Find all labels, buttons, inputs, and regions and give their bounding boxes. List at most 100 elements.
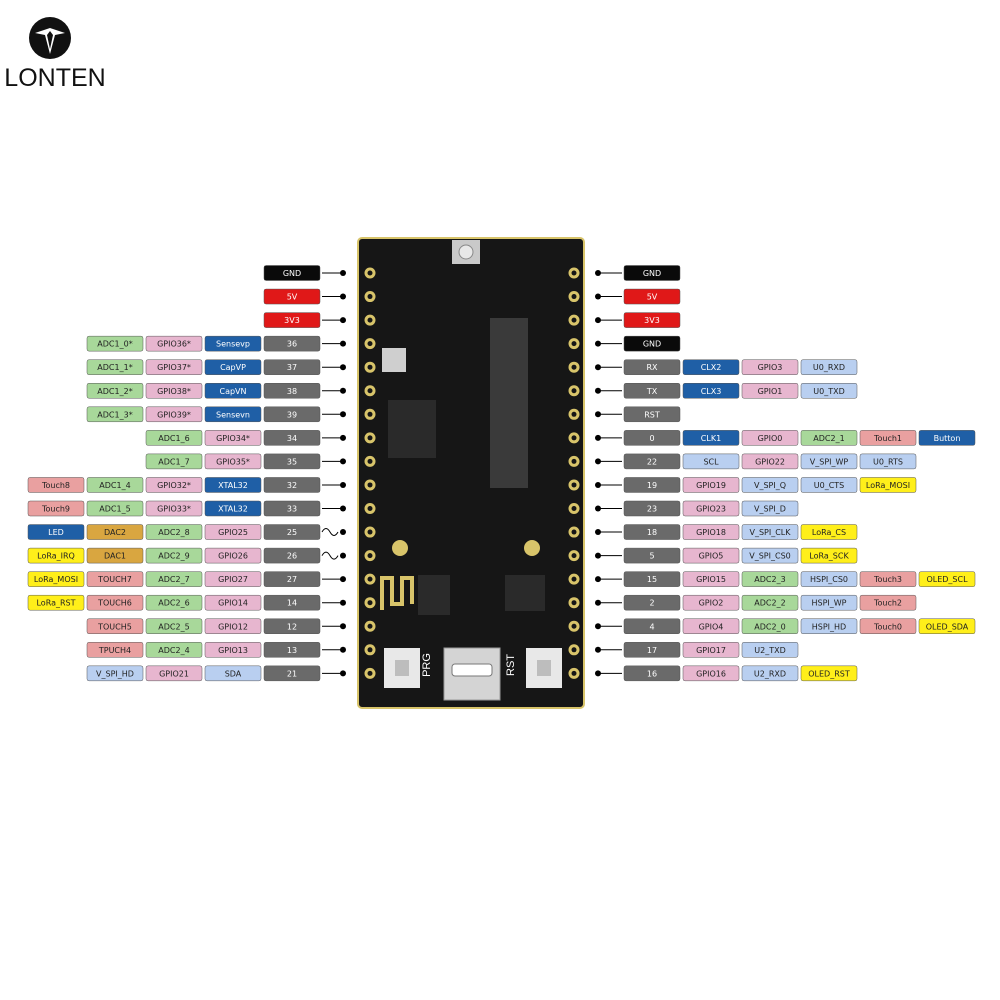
right-pin-label-box — [859, 477, 917, 493]
left-pin-label: XTAL32 — [218, 481, 248, 490]
usb-port-opening — [451, 663, 493, 677]
right-pin-label-box — [800, 547, 858, 564]
pad-hole — [571, 364, 577, 370]
left-pin-label-box — [86, 500, 144, 517]
left-pin-label: ADC2_8 — [158, 528, 189, 537]
lonten-logo-icon — [29, 17, 71, 59]
right-pin-label: ADC2_1 — [813, 434, 844, 443]
right-pin-label-box — [682, 571, 740, 587]
pad-hole — [367, 270, 373, 276]
right-pin-label: RST — [644, 410, 660, 419]
left-pin-label-box — [204, 547, 262, 564]
left-pin-label-box — [263, 547, 321, 564]
right-pin-label: LoRa_SCK — [809, 552, 849, 561]
brand-name: LONTEN — [4, 64, 106, 92]
prg-label: PRG — [421, 653, 433, 677]
right-pin-label-box — [741, 430, 799, 446]
left-pin-label-box — [263, 453, 321, 470]
pad-hole — [571, 600, 577, 606]
right-pin-label: GPIO22 — [755, 457, 785, 466]
left-pin-label: GPIO13 — [218, 646, 248, 655]
right-pin-label: 5V — [647, 293, 658, 302]
right-pin-label-box — [682, 500, 740, 517]
right-pin-label: U2_TXD — [754, 646, 785, 655]
right-pin-label: ADC2_2 — [754, 599, 785, 608]
pad-hole — [367, 576, 373, 582]
right-pin-label: 5 — [649, 552, 654, 561]
right-pin-label: GPIO4 — [699, 622, 724, 631]
right-pin-label: V_SPI_WP — [810, 457, 849, 466]
right-pin-label: HSPI_CS0 — [810, 575, 848, 584]
left-pin-label: LED — [48, 528, 64, 537]
left-pin-label: 34 — [287, 434, 297, 443]
right-pin-label-box — [859, 430, 917, 446]
right-pin-label: 22 — [647, 457, 657, 466]
right-pin-label-box — [623, 665, 681, 682]
left-pin-label-box — [27, 500, 85, 517]
right-pin-label-box — [682, 453, 740, 470]
right-pin-label: 16 — [647, 669, 657, 678]
right-pin-label: OLED_SCL — [926, 575, 968, 584]
right-pin-label: GPIO17 — [696, 646, 726, 655]
left-pin-label: LoRa_IRQ — [37, 552, 75, 561]
right-pin-label: 18 — [647, 528, 657, 537]
right-pin-label-box — [623, 265, 681, 281]
pad-hole — [367, 411, 373, 417]
left-pin-labels: GND5V3V336SensevpGPIO36*ADC1_0*37CapVPGP… — [27, 265, 346, 682]
left-pin-label: 25 — [287, 528, 297, 537]
right-pin-label-box — [741, 642, 799, 658]
left-pin-label: V_SPI_HD — [96, 669, 134, 678]
left-pin-label-box — [145, 383, 203, 399]
right-pin-label-box — [859, 594, 917, 611]
right-pin-label-box — [682, 547, 740, 564]
left-pin-label: XTAL32 — [218, 505, 248, 514]
left-pin-label: GPIO34* — [216, 434, 250, 443]
right-pin-label: RX — [646, 363, 658, 372]
left-pin-label: ADC2_4 — [158, 646, 189, 655]
right-pin-label-box — [623, 383, 681, 399]
right-pin-label: U0_CTS — [814, 481, 845, 490]
right-pin-label: GPIO2 — [699, 599, 724, 608]
right-pin-label: GPIO19 — [696, 481, 726, 490]
right-pin-label-box — [859, 453, 917, 470]
antenna-connector-ring — [458, 244, 474, 260]
right-pin-label-box — [682, 359, 740, 375]
right-pin-label: TX — [646, 387, 658, 396]
right-pin-label-box — [741, 383, 799, 399]
left-pin-label: DAC2 — [104, 528, 126, 537]
left-pin-label-box — [145, 453, 203, 470]
right-pin-label: 23 — [647, 505, 657, 514]
left-pin-label-box — [263, 288, 321, 305]
right-pin-label-box — [623, 500, 681, 517]
right-pin-label-box — [682, 665, 740, 682]
left-pin-label-box — [263, 265, 321, 281]
right-pin-label-box — [800, 359, 858, 375]
left-pin-label-box — [27, 594, 85, 611]
left-pin-label: CapVP — [220, 363, 246, 372]
pcb — [357, 237, 585, 709]
right-pin-label: LoRa_CS — [812, 528, 846, 537]
right-pin-label: GPIO18 — [696, 528, 726, 537]
pad-hole — [367, 388, 373, 394]
right-pin-label-box — [918, 430, 976, 446]
left-pin-label-box — [145, 430, 203, 446]
right-pin-label-box — [623, 359, 681, 375]
left-pin-label-box — [145, 406, 203, 423]
rst-label: RST — [505, 654, 517, 676]
right-pin-label: SCL — [703, 457, 719, 466]
left-pin-label-box — [263, 618, 321, 634]
right-pin-label: GPIO3 — [758, 363, 783, 372]
pad-hole — [571, 270, 577, 276]
rst-button-cap — [537, 660, 551, 676]
left-pin-label-box — [204, 524, 262, 540]
left-pin-label-box — [86, 665, 144, 682]
pad-hole — [571, 647, 577, 653]
left-pin-label-box — [204, 642, 262, 658]
lora-module — [490, 318, 528, 488]
left-pin-label: CapVN — [219, 387, 246, 396]
left-pin-label-box — [204, 359, 262, 375]
right-pin-label: GPIO5 — [699, 552, 724, 561]
right-pin-label: HSPI_HD — [812, 622, 846, 631]
left-pin-label-box — [263, 359, 321, 375]
